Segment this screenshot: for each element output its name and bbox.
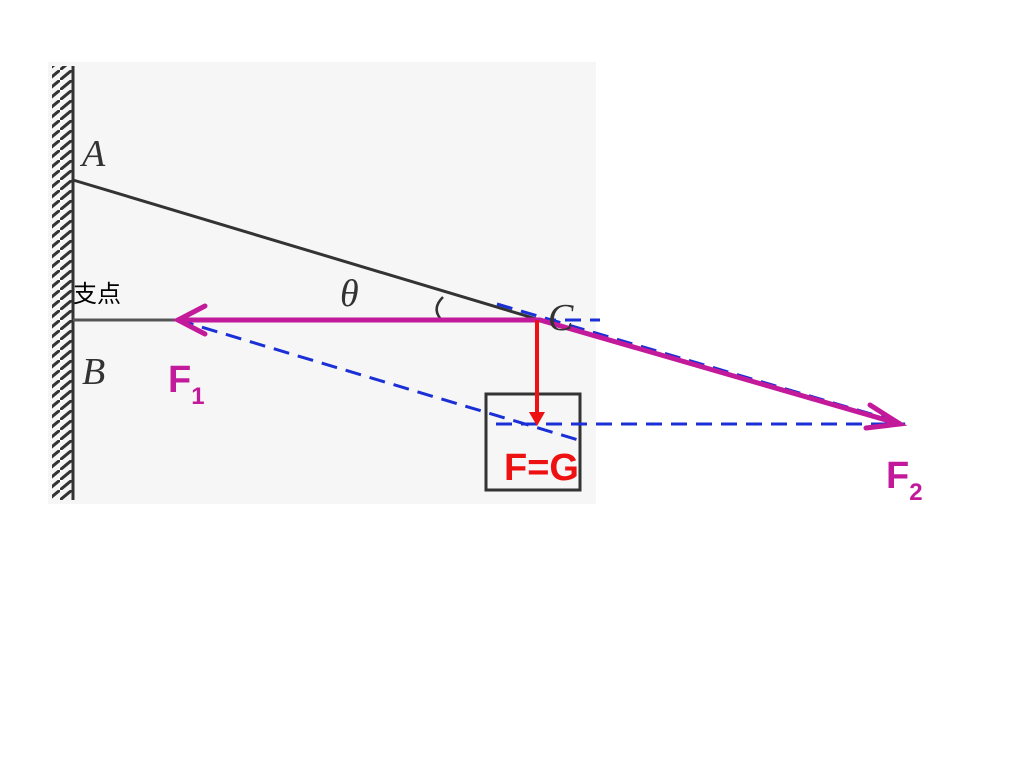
force-g-arrowhead [529, 412, 545, 426]
label-c: C [548, 297, 574, 339]
label-f1-main: F [168, 359, 191, 401]
label-f1: F1 [168, 359, 205, 410]
angle-arc [435, 296, 444, 319]
label-f2-sub: 2 [909, 479, 922, 506]
force-f2-arrow [537, 317, 908, 431]
figure-background [48, 62, 596, 504]
force-f1-arrowhead [172, 303, 208, 337]
label-f1-sub: 1 [191, 383, 204, 410]
label-b: B [82, 351, 105, 393]
rod-ac [72, 178, 541, 322]
weight-box [484, 392, 582, 492]
label-weight: F=G [504, 447, 579, 489]
force-f2-arrowhead [863, 402, 908, 431]
force-f1-arrow [172, 303, 543, 337]
label-f2-main: F [886, 455, 909, 497]
dashed-line-f1-parallel [177, 318, 586, 444]
wall [52, 66, 75, 500]
force-f2-shaft [537, 317, 903, 427]
wall-hatching [52, 66, 72, 500]
label-theta: θ [340, 273, 359, 315]
force-g-arrow [529, 320, 545, 426]
label-pivot: 支点 [73, 280, 121, 308]
label-f2: F2 [886, 455, 923, 506]
label-a: A [79, 133, 106, 175]
